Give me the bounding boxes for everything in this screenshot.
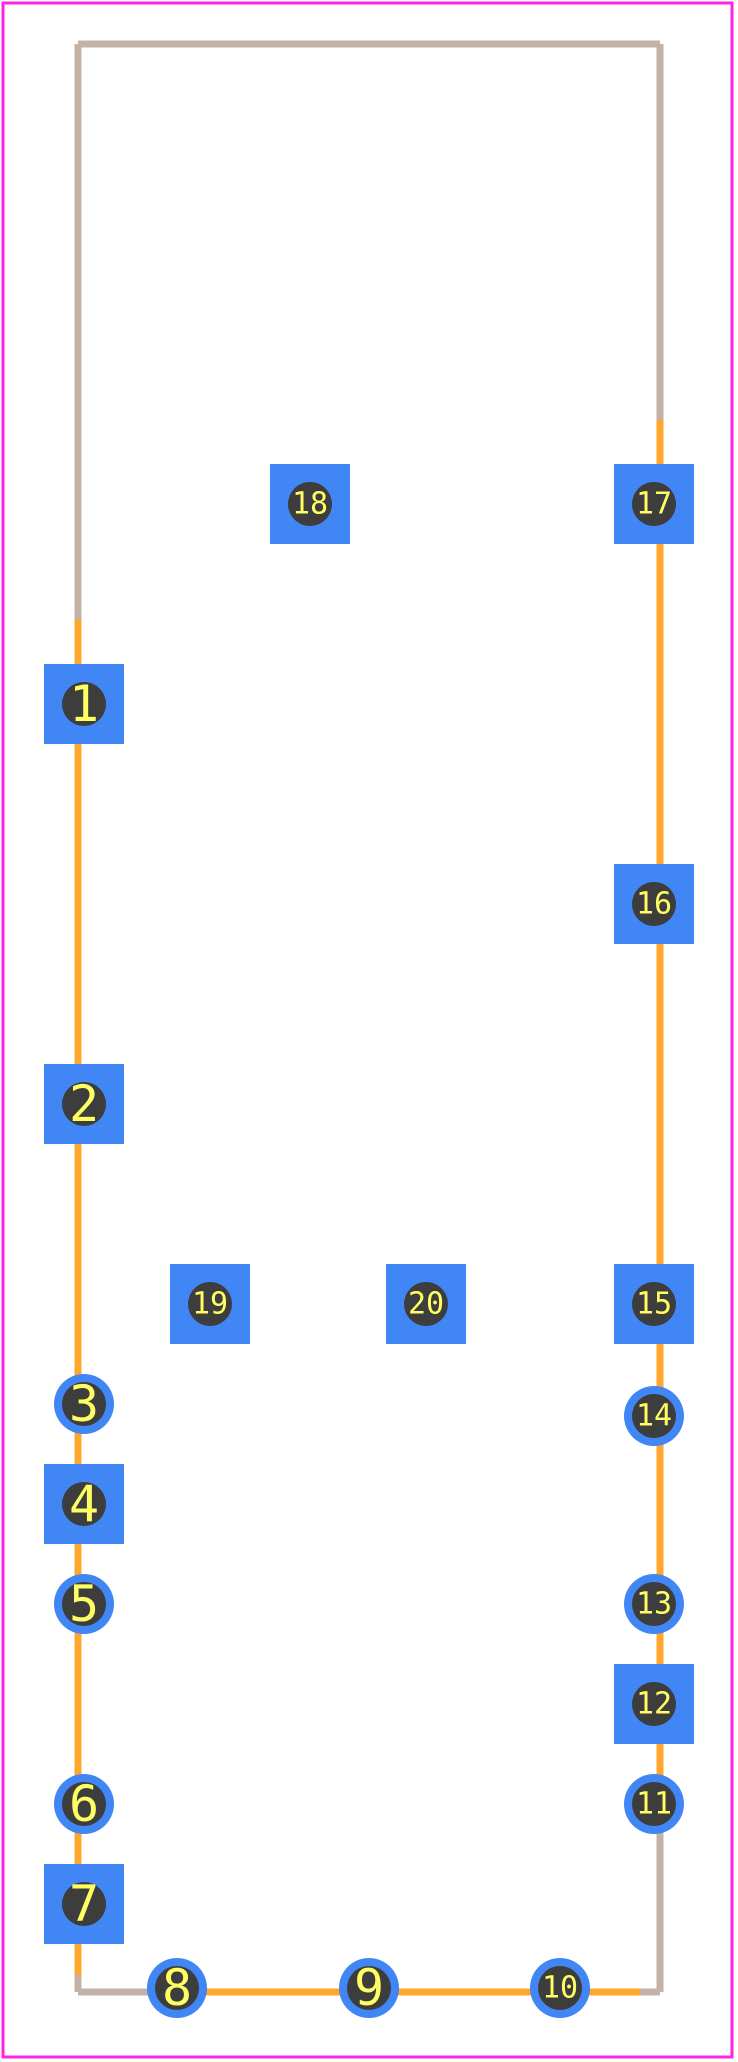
- pad-label: 13: [636, 1587, 672, 1622]
- pad-19: 19: [170, 1264, 250, 1344]
- pad-7: 7: [44, 1864, 124, 1944]
- drill-hole: [632, 1282, 676, 1326]
- pad-label: 15: [636, 1287, 672, 1322]
- drill-hole: [632, 1682, 676, 1726]
- drill-hole: [62, 1082, 106, 1126]
- pad-11: 11: [624, 1774, 684, 1834]
- pad-label: 19: [192, 1287, 228, 1322]
- pad-1: 1: [44, 664, 124, 744]
- drill-hole: [62, 682, 106, 726]
- pad-label: 20: [408, 1287, 444, 1322]
- pad-label: 17: [636, 487, 672, 522]
- pad-14: 14: [624, 1386, 684, 1446]
- pad-label: 5: [69, 1575, 99, 1633]
- drill-hole: [632, 482, 676, 526]
- pad-label: 10: [542, 1971, 578, 2006]
- pad-label: 9: [354, 1959, 384, 2017]
- pad-2: 2: [44, 1064, 124, 1144]
- pad-13: 13: [624, 1574, 684, 1634]
- pad-label: 8: [162, 1959, 192, 2017]
- pad-label: 4: [69, 1475, 99, 1533]
- pad-3: 3: [54, 1374, 114, 1434]
- drill-hole: [62, 1582, 106, 1626]
- pad-17: 17: [614, 464, 694, 544]
- pad-20: 20: [386, 1264, 466, 1344]
- pad-12: 12: [614, 1664, 694, 1744]
- pad-10: 10: [530, 1958, 590, 2018]
- pad-label: 12: [636, 1687, 672, 1722]
- silkscreen-outline: [74, 40, 664, 1996]
- pad-15: 15: [614, 1264, 694, 1344]
- drill-hole: [404, 1282, 448, 1326]
- drill-hole: [62, 1382, 106, 1426]
- drill-hole: [632, 882, 676, 926]
- drill-hole: [62, 1882, 106, 1926]
- pad-4: 4: [44, 1464, 124, 1544]
- drill-hole: [538, 1966, 582, 2010]
- pad-16: 16: [614, 864, 694, 944]
- pad-18: 18: [270, 464, 350, 544]
- pad-9: 9: [339, 1958, 399, 2018]
- pad-label: 2: [69, 1075, 99, 1133]
- pad-label: 14: [636, 1399, 672, 1434]
- pad-label: 1: [69, 675, 99, 733]
- pad-label: 3: [69, 1375, 99, 1433]
- drill-hole: [632, 1782, 676, 1826]
- drill-hole: [62, 1782, 106, 1826]
- pad-5: 5: [54, 1574, 114, 1634]
- drill-hole: [632, 1394, 676, 1438]
- pad-6: 6: [54, 1774, 114, 1834]
- pad-label: 11: [636, 1787, 672, 1822]
- drill-hole: [632, 1582, 676, 1626]
- pad-label: 16: [636, 887, 672, 922]
- drill-hole: [288, 482, 332, 526]
- drill-hole: [62, 1482, 106, 1526]
- drill-hole: [188, 1282, 232, 1326]
- pad-label: 18: [292, 487, 328, 522]
- pad-8: 8: [147, 1958, 207, 2018]
- drill-hole: [347, 1966, 391, 2010]
- pad-label: 7: [69, 1875, 99, 1933]
- pad-label: 6: [69, 1775, 99, 1833]
- drill-hole: [155, 1966, 199, 2010]
